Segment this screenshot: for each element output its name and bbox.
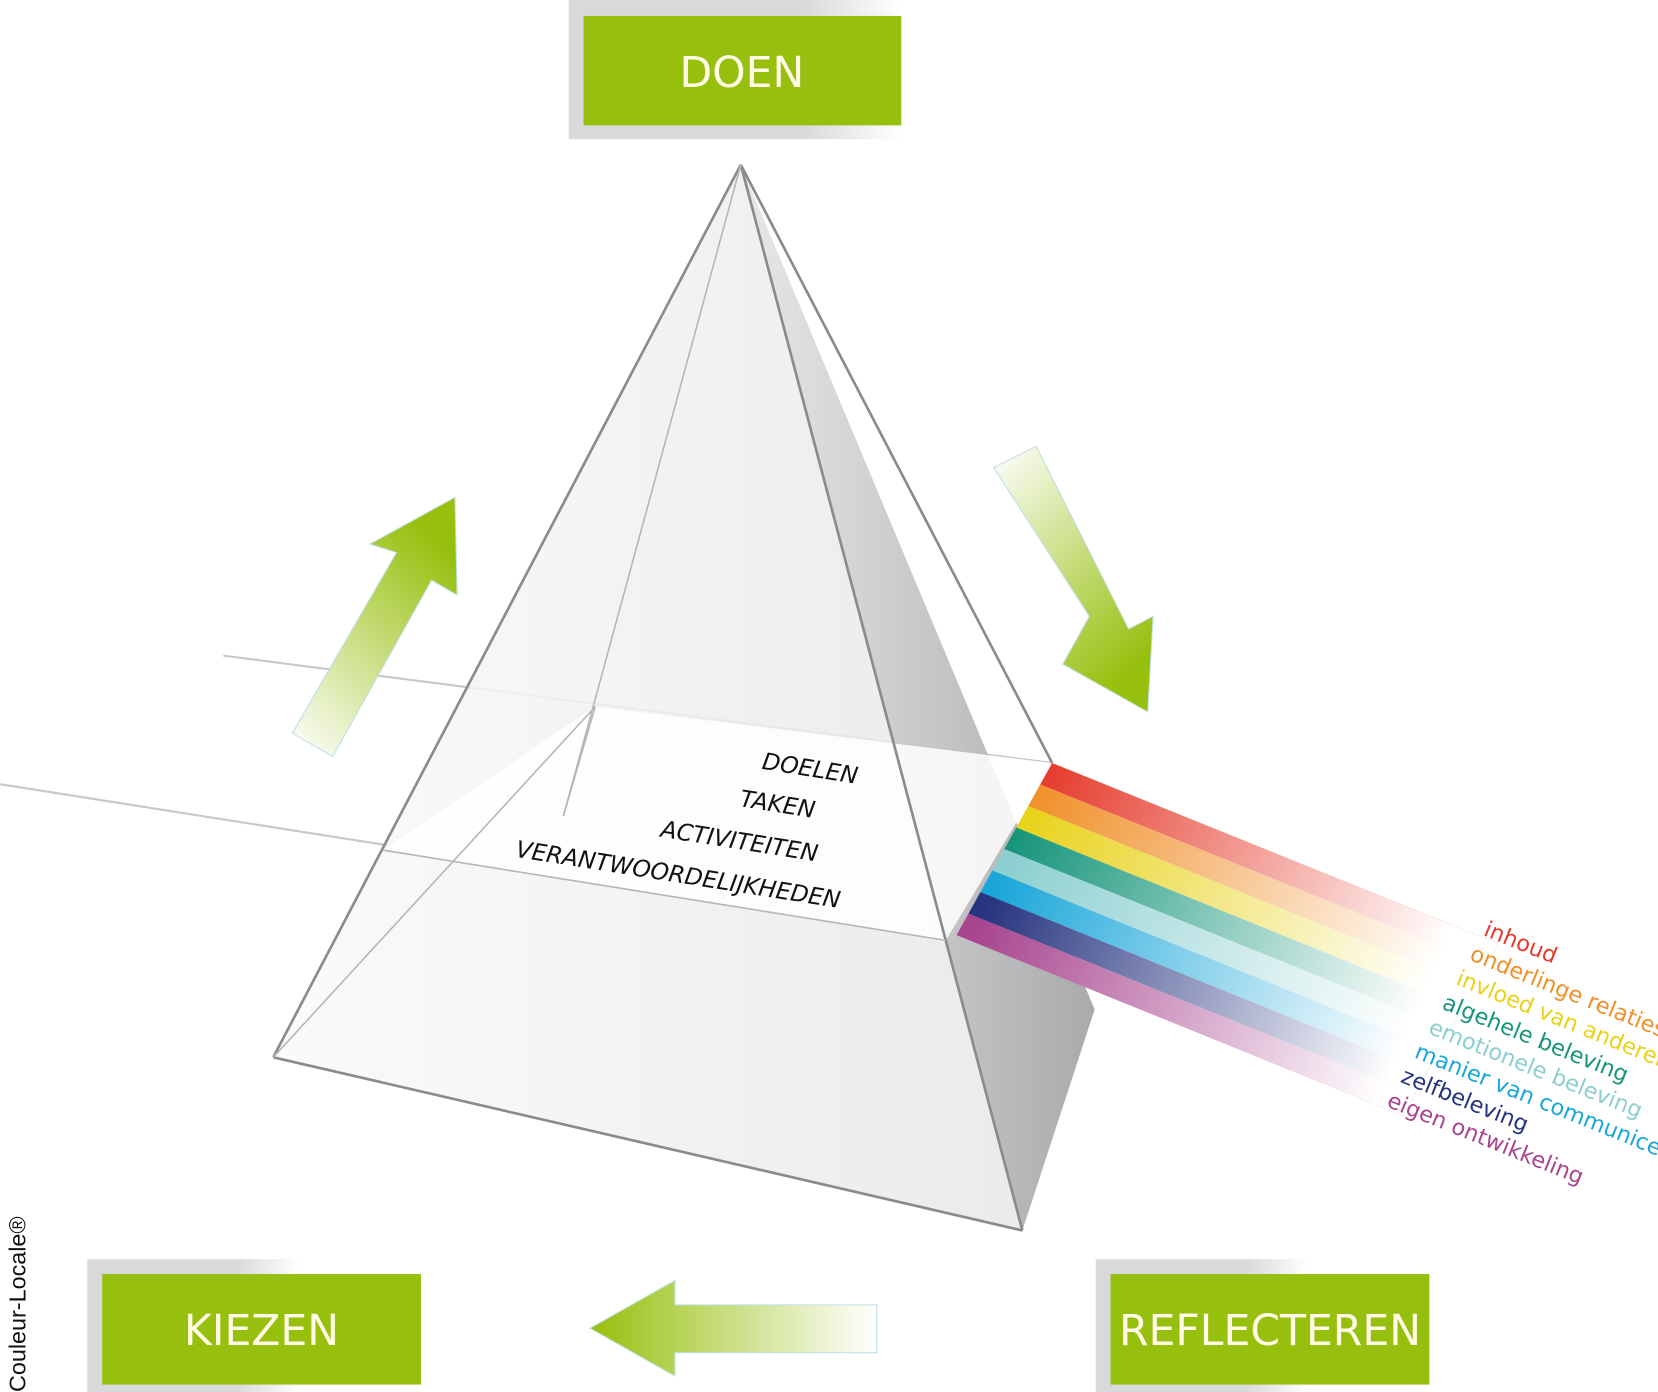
arrow-up-right-icon xyxy=(291,496,458,758)
brand-watermark: Couleur-Locale® xyxy=(5,1216,31,1392)
spectrum-bands xyxy=(956,762,1499,1116)
pyramid xyxy=(272,164,1095,1232)
doen-box: DOEN xyxy=(568,0,902,140)
arrow-left-icon xyxy=(588,1279,878,1377)
kiezen-box: KIEZEN xyxy=(87,1259,421,1392)
reflecteren-label: REFLECTEREN xyxy=(1119,1307,1421,1356)
doen-label: DOEN xyxy=(679,49,804,98)
arrow-down-right-icon xyxy=(992,445,1154,713)
spectrum-fade xyxy=(956,762,1499,1116)
kiezen-label: KIEZEN xyxy=(184,1307,339,1356)
reflecteren-box: REFLECTEREN xyxy=(1095,1259,1430,1392)
